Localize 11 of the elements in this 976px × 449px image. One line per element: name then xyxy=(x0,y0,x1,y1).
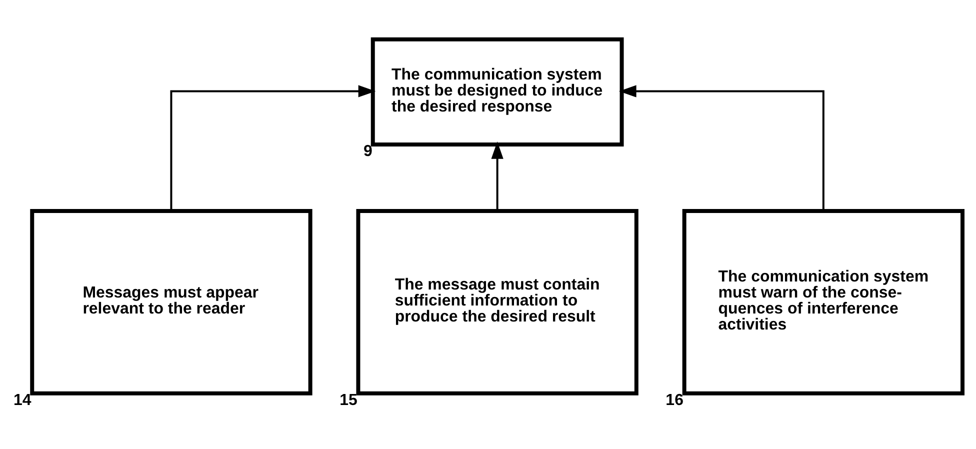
node-label: 16 xyxy=(666,391,684,408)
arrow xyxy=(618,84,824,210)
node-label: 14 xyxy=(13,391,32,408)
node-box: The communication system must warn of the conse- quences of interference activities xyxy=(682,208,964,395)
node-label: 9 xyxy=(364,142,372,160)
node-box: The message must contain sufficient information to produce the desired result xyxy=(356,208,638,395)
node-box: Messages must appear relevant to the reader xyxy=(30,208,312,395)
arrow xyxy=(491,141,504,210)
node-label: 15 xyxy=(340,391,358,408)
node-box: The communication system must be designed to induce the desired response xyxy=(370,36,624,146)
arrow xyxy=(170,84,376,210)
